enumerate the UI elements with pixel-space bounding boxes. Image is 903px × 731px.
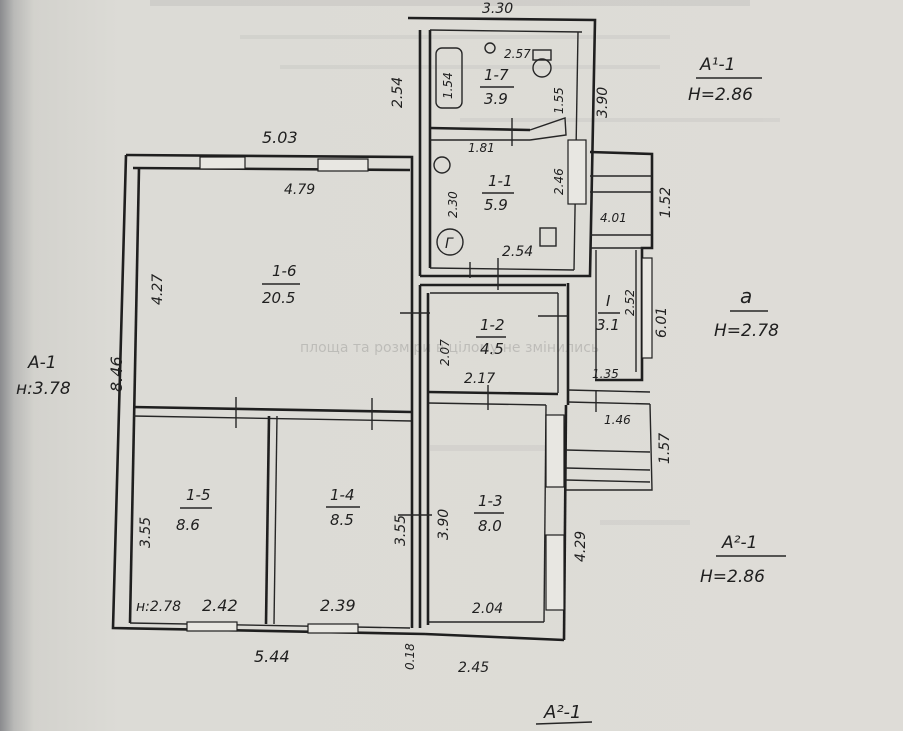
boiler-icon xyxy=(433,156,451,174)
stove-icon xyxy=(539,227,557,247)
room-1-2-area: 4.5 xyxy=(480,340,504,358)
dim-2-42: 2.42 xyxy=(202,596,238,615)
dim-2-52: 2.52 xyxy=(623,289,637,316)
toilet-tank-icon xyxy=(532,49,552,61)
dim-1-35: 1.35 xyxy=(592,367,619,381)
dim-6-01: 6.01 xyxy=(654,307,670,338)
dim-5-44: 5.44 xyxy=(254,647,290,666)
sanitary-fixtures: Г xyxy=(433,42,557,256)
gas-boiler-mark: Г xyxy=(445,236,454,252)
gas-boiler-icon xyxy=(436,228,464,256)
dim-2-39: 2.39 xyxy=(320,596,356,615)
door-marks xyxy=(235,118,597,516)
room-1-1-code: 1-1 xyxy=(488,172,513,190)
dim-4-27: 4.27 xyxy=(150,274,166,305)
dim-4-79: 4.79 xyxy=(284,182,315,198)
windows xyxy=(186,139,653,634)
bathtub-icon xyxy=(435,47,463,109)
label-a11-height: Н=2.86 xyxy=(688,85,753,105)
label-inner-height: н:2.78 xyxy=(136,599,181,615)
dim-1-54: 1.54 xyxy=(441,72,455,99)
sink-icon xyxy=(484,42,496,54)
dim-1-52: 1.52 xyxy=(658,187,674,218)
dim-4-29: 4.29 xyxy=(573,531,589,562)
dim-3-90: 3.90 xyxy=(436,509,452,540)
dim-2-54-left: 2.54 xyxy=(390,77,406,108)
room-1-2-code: 1-2 xyxy=(480,316,505,334)
dim-1-57: 1.57 xyxy=(657,433,673,464)
label-a1: А-1 xyxy=(27,353,57,373)
dim-2-17: 2.17 xyxy=(464,371,495,387)
dim-2-07: 2.07 xyxy=(438,339,452,366)
label-a21: А²-1 xyxy=(721,533,757,553)
room-labels: 1-6 20.5 1-1 5.9 1-7 3.9 1-2 4.5 1-3 8.0… xyxy=(176,66,620,535)
dimensions: 3.30 2.54 1.54 2.57 1.55 3.90 5.03 4.79 … xyxy=(107,1,674,676)
room-1-4-code: 1-4 xyxy=(330,486,355,504)
room-1-6-area: 20.5 xyxy=(262,289,295,307)
part-labels: А-1 н:3.78 А¹-1 Н=2.86 а Н=2.78 А²-1 Н=2… xyxy=(16,55,786,725)
room-1-6-code: 1-6 xyxy=(272,262,297,280)
label-a1-height: н:3.78 xyxy=(16,379,71,399)
room-1-3-area: 8.0 xyxy=(478,517,502,535)
dim-3-55-left: 3.55 xyxy=(138,517,154,548)
room-1-7-area: 3.9 xyxy=(484,90,508,108)
dim-2-45: 2.45 xyxy=(458,660,489,676)
room-1-1-area: 5.9 xyxy=(484,196,508,214)
dim-5-03: 5.03 xyxy=(262,128,298,147)
dim-4-01: 4.01 xyxy=(600,211,627,225)
dim-1-81: 1.81 xyxy=(468,141,495,155)
room-1-5-code: 1-5 xyxy=(186,486,211,504)
dim-2-46: 2.46 xyxy=(552,168,566,195)
label-a11: А¹-1 xyxy=(699,55,735,75)
faded-line: площа та розміри в цілому не змінились xyxy=(300,340,599,356)
dim-2-54: 2.54 xyxy=(502,244,533,260)
room-I-area: 3.1 xyxy=(596,316,620,334)
label-a21-height: Н=2.86 xyxy=(700,567,765,587)
dim-2-30: 2.30 xyxy=(446,191,460,218)
dim-0-18: 0.18 xyxy=(403,643,417,670)
dim-top-3-30: 3.30 xyxy=(482,1,513,17)
label-a21-bottom: А²-1 xyxy=(543,702,581,723)
dim-1-46: 1.46 xyxy=(604,413,631,427)
label-a-height: Н=2.78 xyxy=(714,321,779,341)
dim-2-04: 2.04 xyxy=(472,601,503,617)
dim-8-46: 8.46 xyxy=(107,356,126,392)
dim-2-57: 2.57 xyxy=(504,47,531,61)
room-1-4-area: 8.5 xyxy=(330,511,354,529)
walls xyxy=(111,16,654,642)
room-1-5-area: 8.6 xyxy=(176,516,200,534)
toilet-icon xyxy=(532,58,552,78)
room-1-7-code: 1-7 xyxy=(484,66,509,84)
room-1-3-code: 1-3 xyxy=(478,492,503,510)
label-a: а xyxy=(740,284,752,308)
room-I-code: I xyxy=(606,292,611,310)
dim-3-55-right: 3.55 xyxy=(393,515,409,546)
dim-3-90-top: 3.90 xyxy=(595,87,611,118)
faded-background-text: площа та розміри в цілому не змінились xyxy=(150,0,780,525)
dim-1-55: 1.55 xyxy=(552,87,566,114)
